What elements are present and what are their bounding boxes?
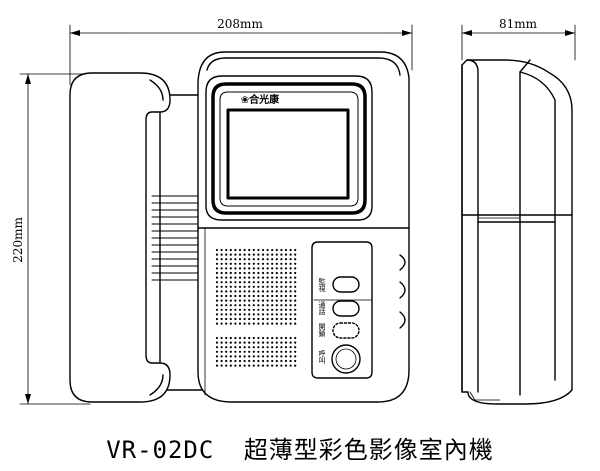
speaker-grille bbox=[215, 248, 297, 367]
talk-button[interactable] bbox=[332, 300, 360, 317]
caption: VR-02DC 超薄型彩色影像室內機 bbox=[0, 430, 600, 465]
monitor-screen bbox=[226, 108, 350, 200]
height-label: 220mm bbox=[11, 217, 25, 263]
height-dimension bbox=[19, 73, 106, 405]
handset bbox=[69, 72, 171, 403]
monitor-bezel bbox=[205, 75, 373, 221]
unlock-button[interactable] bbox=[332, 322, 360, 339]
side-knobs bbox=[399, 254, 406, 329]
handset-cradle bbox=[149, 94, 206, 391]
unlock-button-label: 開鎖 bbox=[318, 323, 326, 338]
monitor-button-label: 監視 bbox=[318, 277, 326, 293]
side-view bbox=[461, 59, 573, 405]
model-number: VR-02DC bbox=[106, 436, 215, 464]
talk-button-label: 通話 bbox=[318, 300, 326, 316]
monitor-button[interactable] bbox=[332, 276, 360, 293]
depth-label: 81mm bbox=[499, 17, 538, 31]
product-description: 超薄型彩色影像室內機 bbox=[243, 436, 494, 464]
depth-dimension bbox=[461, 24, 576, 61]
width-label: 208mm bbox=[217, 17, 263, 31]
brand-logo: ❀合光康 bbox=[241, 93, 280, 106]
call-button-label: 呼叫 bbox=[318, 349, 326, 365]
width-dimension bbox=[69, 24, 413, 86]
call-buttons bbox=[331, 276, 361, 374]
